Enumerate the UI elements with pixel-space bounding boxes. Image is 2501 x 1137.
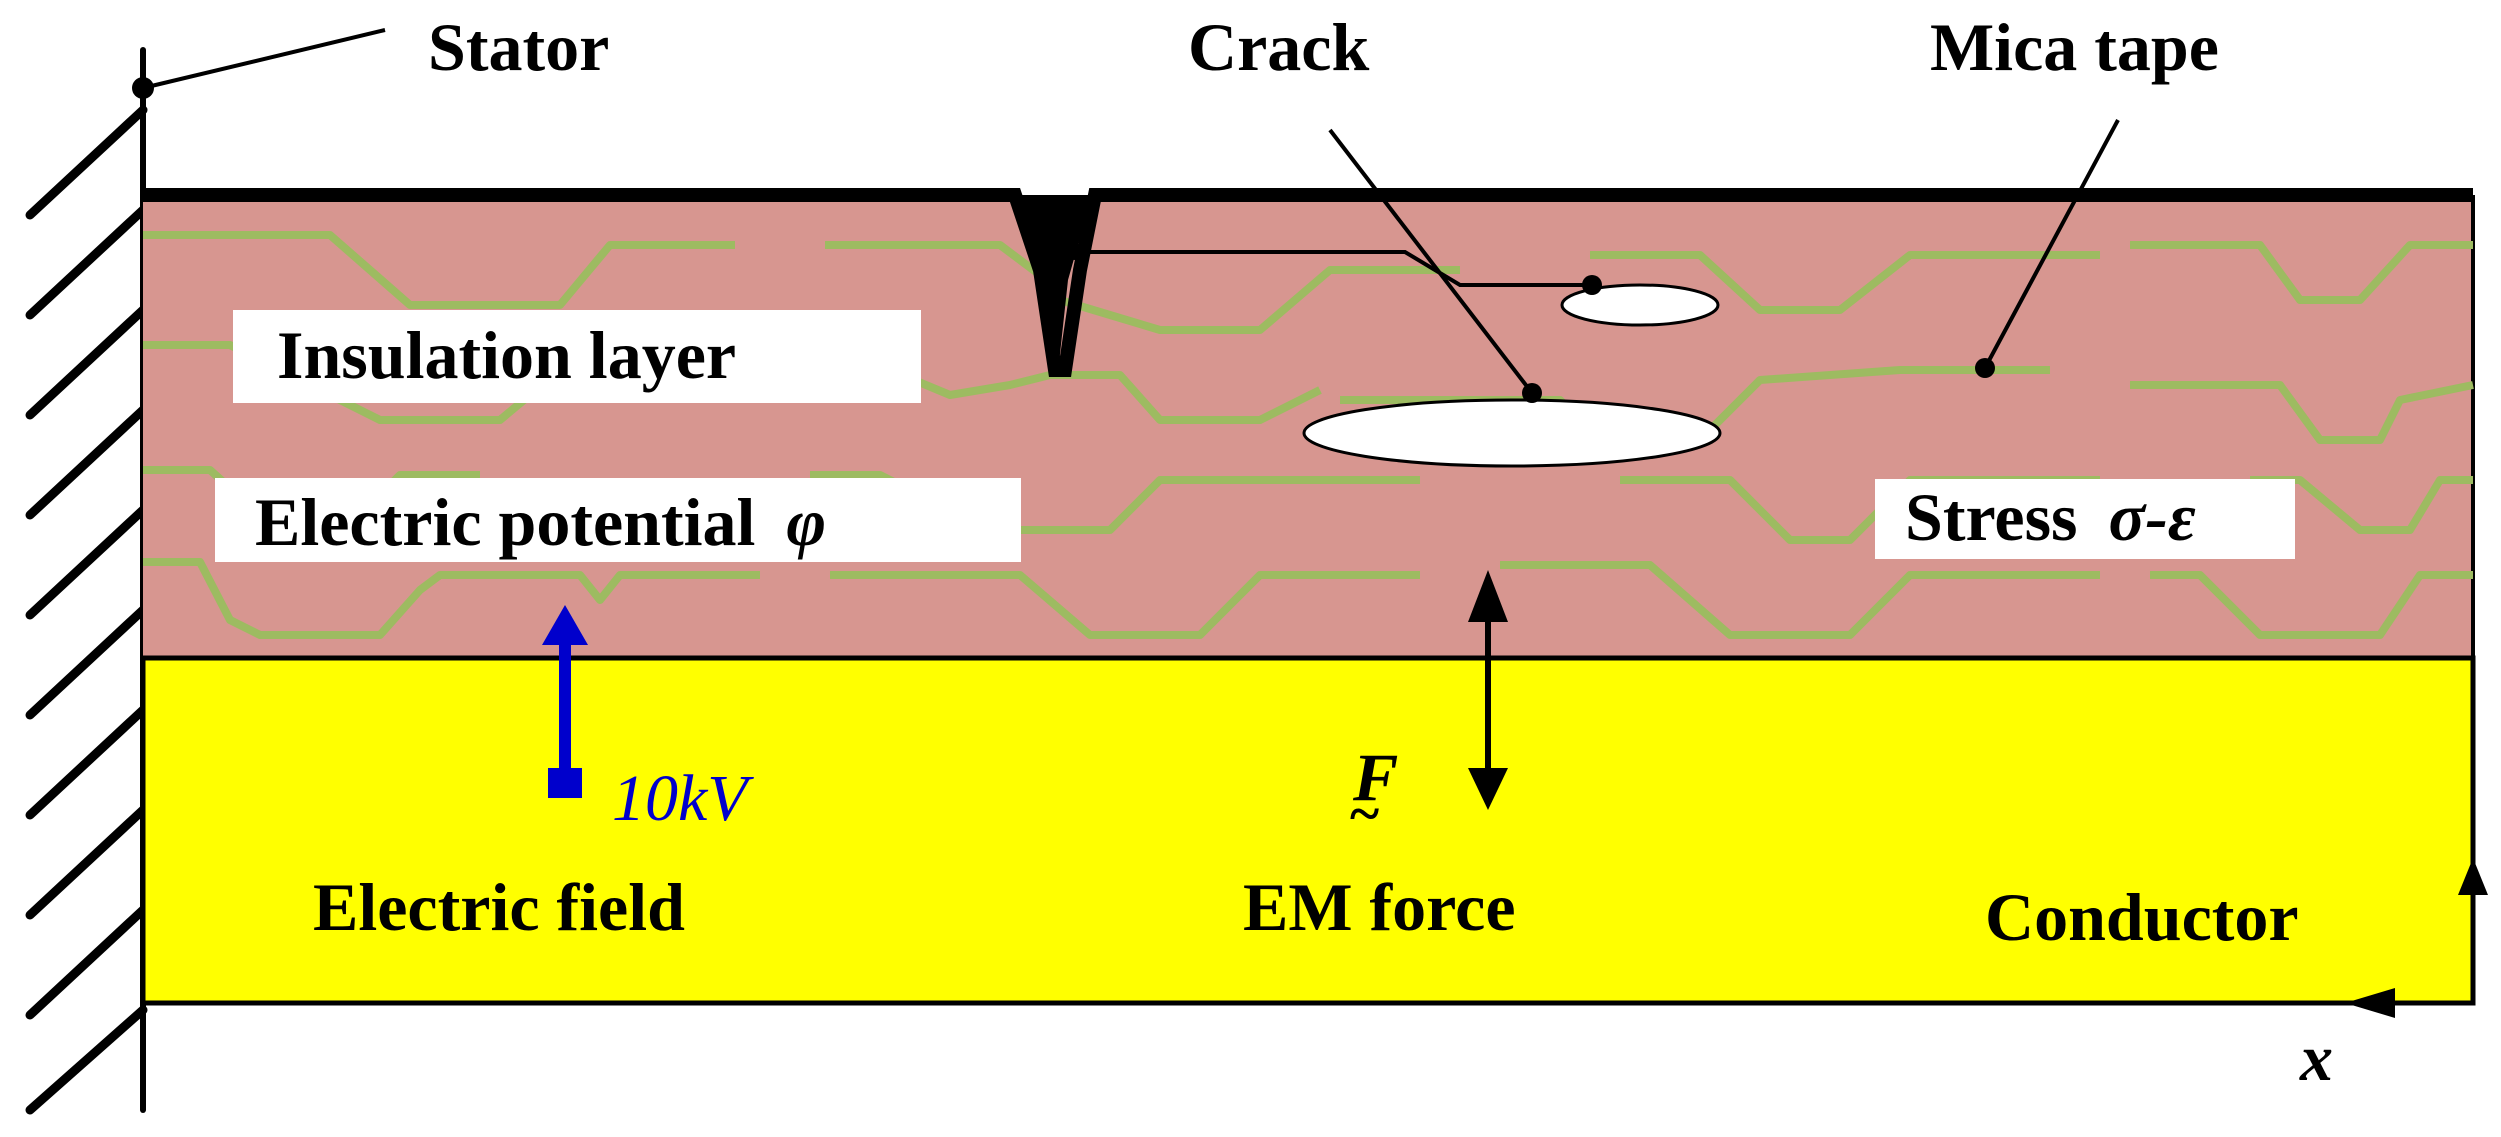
mica-tape-label: Mica tape [1930, 9, 2219, 85]
voltage-label: 10kV [612, 762, 754, 835]
force-symbol: F [1352, 739, 1398, 815]
em-force-arrow [1468, 570, 1508, 810]
conductor-region [140, 655, 2476, 1006]
conductor-label: Conductor [1985, 879, 2299, 955]
electric-field-label: Electric field [313, 869, 685, 945]
leader-dots [132, 77, 1995, 403]
voltage-arrow [542, 605, 588, 798]
stress-label-box [1875, 479, 2295, 559]
crack-boundary [143, 188, 2473, 377]
insulation-layer-label: Insulation layer [277, 317, 736, 393]
force-tilde: ~ [1350, 783, 1379, 845]
em-force-label: EM force [1243, 869, 1516, 945]
sigma-eps-symbol: σ-ε [2109, 479, 2196, 555]
electric-potential-text: Electric potential [255, 484, 755, 560]
crack-label: Crack [1188, 9, 1369, 85]
stator-label: Stator [428, 9, 609, 85]
x-axis-arrows [2345, 858, 2488, 1018]
crack-notch [1020, 195, 1092, 372]
leader-lines [142, 28, 2120, 395]
electric-potential-label: Electric potential φ [255, 484, 826, 560]
insulation-label-box [233, 310, 921, 403]
crack-void-small [1560, 283, 1720, 327]
crack-void-large [1302, 398, 1722, 468]
phi-symbol: φ [786, 484, 826, 560]
stator-hatch [25, 47, 148, 1115]
potential-label-box [215, 478, 1021, 562]
x-axis-label: x [2299, 1022, 2333, 1095]
stress-label: Stress σ-ε [1905, 479, 2196, 555]
stress-text: Stress [1905, 479, 2078, 555]
